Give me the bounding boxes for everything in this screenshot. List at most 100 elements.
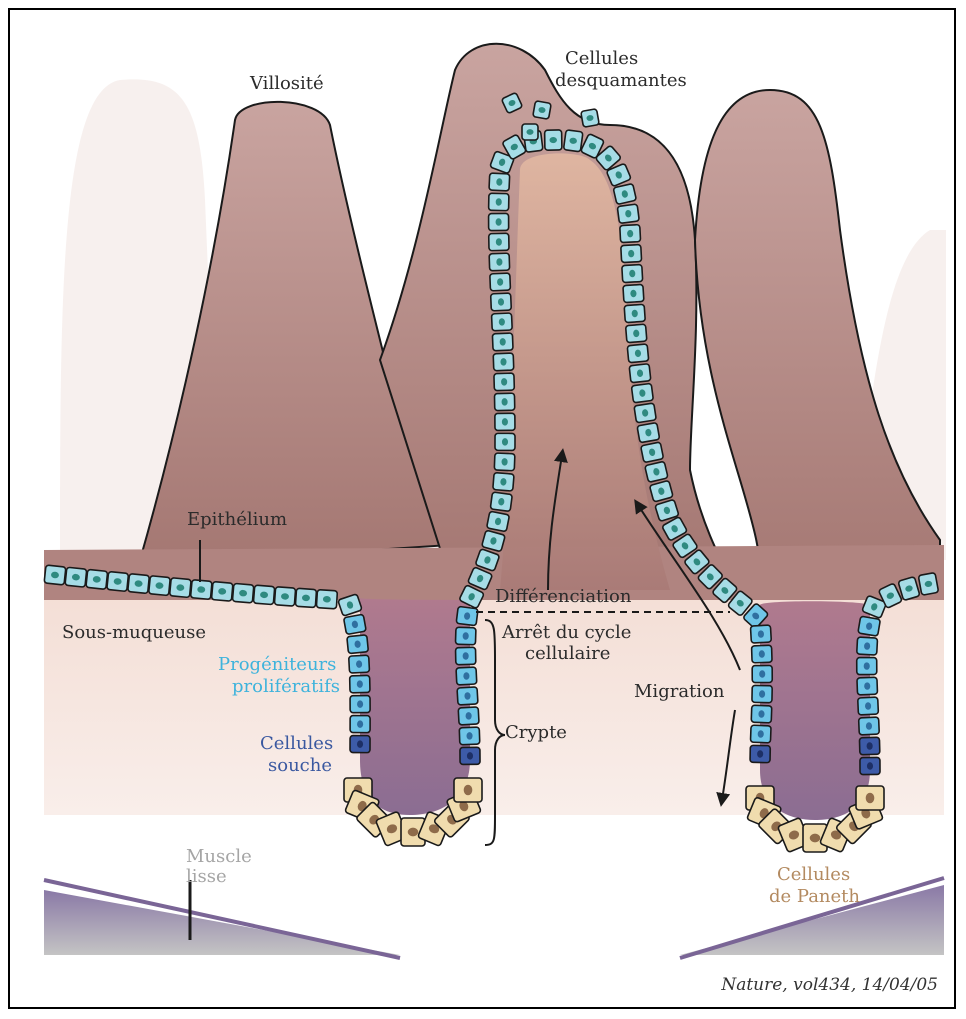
epithelial-cell: [344, 614, 367, 634]
epithelial-cell: [545, 130, 562, 150]
epithelial-cell: [487, 511, 510, 532]
epithelial-cell: [350, 696, 370, 713]
epithelial-cell: [489, 193, 509, 210]
label-migration: Migration: [634, 681, 725, 702]
epithelial-cell: [750, 745, 770, 762]
surface-cell: [211, 582, 232, 602]
label-crypt: Crypte: [505, 722, 567, 743]
label-progenitors-2: prolifératifs: [232, 676, 340, 697]
epithelial-cell: [752, 685, 772, 702]
epithelial-cell: [489, 253, 510, 271]
epithelial-cell: [634, 403, 656, 423]
label-paneth-2: de Paneth: [769, 886, 860, 907]
paneth-cell: [856, 786, 884, 810]
epithelial-cell: [750, 725, 771, 743]
epithelial-cell: [489, 233, 509, 250]
label-paneth-1: Cellules: [777, 864, 850, 885]
epithelial-cell: [489, 173, 510, 191]
surface-cell: [107, 572, 129, 592]
epithelial-cell: [620, 225, 641, 243]
label-muscle-2: lisse: [186, 866, 227, 887]
epithelial-cell: [857, 657, 877, 674]
epithelial-cell: [494, 453, 515, 471]
epithelial-cell: [750, 625, 771, 643]
label-submucosa: Sous-muqueuse: [62, 622, 206, 643]
surface-cell: [128, 574, 150, 594]
epithelial-cell: [858, 616, 881, 636]
epithelial-cell: [613, 183, 636, 204]
shed-cell: [522, 124, 538, 140]
epithelial-cell: [641, 442, 664, 463]
surface-cell: [170, 578, 192, 598]
epithelial-cell: [624, 304, 645, 322]
epithelial-cell: [350, 716, 370, 733]
epithelial-cell: [457, 687, 478, 705]
epithelial-cell: [857, 677, 878, 695]
epithelial-cell: [493, 353, 514, 371]
surface-cell: [86, 569, 108, 589]
epithelial-cell: [623, 284, 644, 302]
surface-cell: [232, 583, 253, 603]
epithelial-cell: [617, 204, 639, 223]
epithelial-cell: [455, 627, 476, 645]
epithelial-cell: [627, 344, 649, 363]
surface-cell: [191, 580, 213, 600]
epithelial-cell: [495, 433, 515, 450]
epithelial-cell: [857, 637, 878, 655]
epithelial-cell: [494, 393, 514, 410]
epithelial-cell: [860, 757, 880, 774]
epithelial-cell: [349, 655, 370, 673]
shed-cell: [581, 109, 600, 128]
epithelial-cell: [918, 573, 938, 596]
paneth-cell: [454, 778, 482, 802]
label-stem-1: Cellules: [260, 733, 333, 754]
source-credit: Nature, vol434, 14/04/05: [720, 975, 938, 995]
epithelial-cell: [859, 737, 879, 755]
epithelial-cell: [622, 265, 643, 283]
label-muscle-1: Muscle: [186, 846, 252, 867]
shed-cell: [533, 101, 552, 120]
epithelial-cell: [563, 130, 583, 152]
epithelial-cell: [752, 665, 772, 682]
epithelial-cell: [494, 373, 514, 391]
epithelial-cell: [491, 293, 512, 311]
epithelial-cell: [458, 707, 479, 725]
epithelial-cell: [456, 667, 477, 685]
crypt-right-lumen: [760, 601, 870, 820]
surface-cell: [44, 565, 66, 585]
epithelial-cell: [490, 492, 512, 511]
label-cycle-arrest-2: cellulaire: [525, 643, 610, 664]
surface-cell: [149, 576, 171, 596]
epithelial-cell: [631, 383, 653, 402]
epithelial-cell: [350, 675, 370, 692]
epithelial-cell: [455, 647, 475, 664]
surface-cell: [274, 587, 295, 606]
epithelial-cell: [490, 273, 511, 291]
epithelial-cell: [621, 245, 642, 263]
epithelial-cell: [751, 705, 772, 723]
epithelial-cell: [350, 736, 370, 753]
label-villus: Villosité: [249, 73, 324, 94]
epithelial-cell: [489, 213, 509, 230]
epithelial-cell: [460, 747, 480, 764]
epithelial-cell: [752, 645, 773, 663]
surface-cell: [295, 588, 316, 607]
epithelial-cell: [645, 461, 668, 482]
epithelial-cell: [347, 635, 369, 654]
label-epithelium: Epithélium: [187, 509, 287, 530]
epithelial-cell: [493, 473, 514, 492]
surface-cell: [253, 585, 274, 605]
epithelial-cell: [626, 324, 647, 343]
epithelial-cell: [491, 313, 512, 331]
label-stem-2: souche: [268, 755, 332, 776]
label-differentiation: Différenciation: [495, 586, 632, 607]
epithelial-cell: [456, 606, 478, 625]
epithelial-cell: [492, 333, 513, 351]
epithelial-cell: [459, 727, 480, 745]
surface-cell: [65, 567, 87, 587]
label-cycle-arrest-1: Arrêt du cycle: [501, 622, 631, 643]
epithelial-cell: [629, 364, 651, 383]
surface-cell: [316, 590, 337, 609]
epithelial-cell: [495, 413, 515, 430]
